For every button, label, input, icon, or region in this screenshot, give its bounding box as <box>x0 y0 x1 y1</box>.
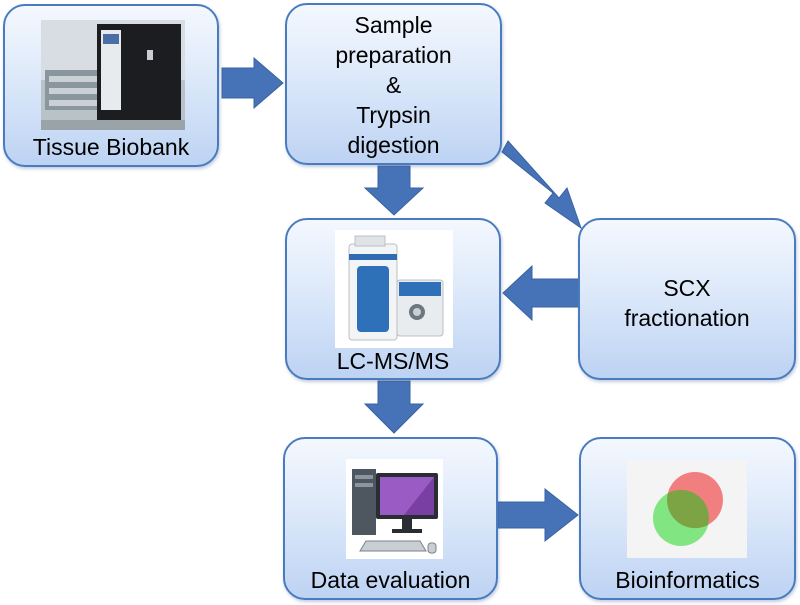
arrow-scx-to-lcms <box>502 264 580 322</box>
prep-line-3: & <box>385 72 402 98</box>
step-bioinformatics: Bioinformatics <box>579 437 796 600</box>
step-data-evaluation: Data evaluation <box>283 437 498 600</box>
arrow-prep-to-scx <box>501 140 582 230</box>
step-tissue-biobank: Tissue Biobank <box>3 4 219 167</box>
arrow-prep-to-lcms <box>363 165 425 216</box>
lc-ms-ms-label: LC-MS/MS <box>336 348 450 374</box>
computer-workstation-image <box>346 459 443 559</box>
bioinformatics-label: Bioinformatics <box>615 567 760 593</box>
arrow-lcms-to-data <box>363 380 425 434</box>
prep-line-2: preparation <box>335 42 452 68</box>
venn-diagram-image <box>627 460 747 558</box>
arrow-biobank-to-prep <box>221 56 284 110</box>
arrow-data-to-bioinfo <box>497 487 579 543</box>
tissue-biobank-label: Tissue Biobank <box>32 134 190 160</box>
prep-line-4: Trypsin <box>356 102 431 128</box>
step-scx-fractionation: SCX fractionation <box>578 218 796 380</box>
data-evaluation-label: Data evaluation <box>310 567 471 593</box>
prep-line-5: digestion <box>347 132 440 158</box>
scx-line-2: fractionation <box>624 305 750 331</box>
mass-spectrometer-image <box>335 230 453 348</box>
scx-line-1: SCX <box>663 275 711 301</box>
step-sample-preparation: Sample preparation & Trypsin digestion <box>285 3 502 165</box>
prep-line-1: Sample <box>354 12 433 38</box>
biobank-freezer-image <box>41 20 185 130</box>
step-lc-ms-ms: LC-MS/MS <box>285 218 501 380</box>
